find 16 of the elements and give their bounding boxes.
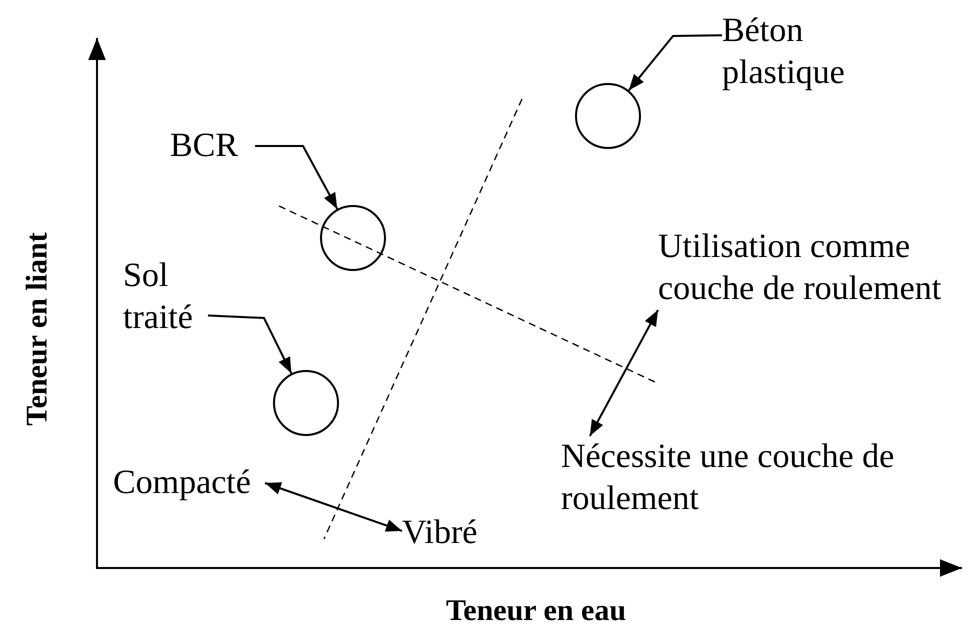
zone-label: Utilisation comme couche de roulement [658,226,973,310]
leader-arrow [208,314,292,374]
material-label: Béton plastique [722,10,862,94]
method-label: Compacté [113,462,265,504]
double-arrow [589,310,659,436]
leader-arrow [255,145,338,210]
zone-label: Nécessite une couche de roulement [561,436,941,520]
axis-title: Teneur en eau [446,594,626,628]
axis-title: Teneur en liant [20,232,55,426]
material-label: BCR [170,125,255,167]
double-arrow [264,482,402,532]
method-label: Vibré [402,512,492,554]
circle-marker [273,370,339,436]
circle-marker [320,205,386,271]
material-label: Sol traité [123,255,208,339]
circle-marker [575,83,641,149]
